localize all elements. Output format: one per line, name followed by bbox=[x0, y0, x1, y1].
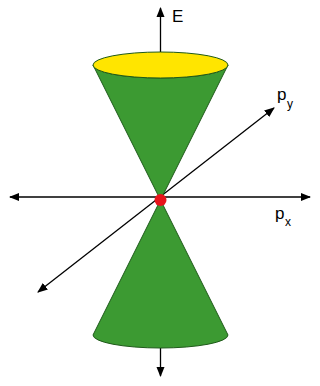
upper-cone bbox=[93, 65, 228, 200]
lower-cone bbox=[93, 200, 228, 348]
axis-label: p bbox=[277, 86, 286, 103]
axis-subscript: x bbox=[285, 216, 291, 228]
dirac-point bbox=[155, 194, 167, 206]
upper-cone-top bbox=[93, 52, 228, 78]
axis-label: E bbox=[172, 8, 183, 25]
axis-subscript: y bbox=[287, 98, 293, 110]
axis-label: p bbox=[275, 205, 284, 222]
